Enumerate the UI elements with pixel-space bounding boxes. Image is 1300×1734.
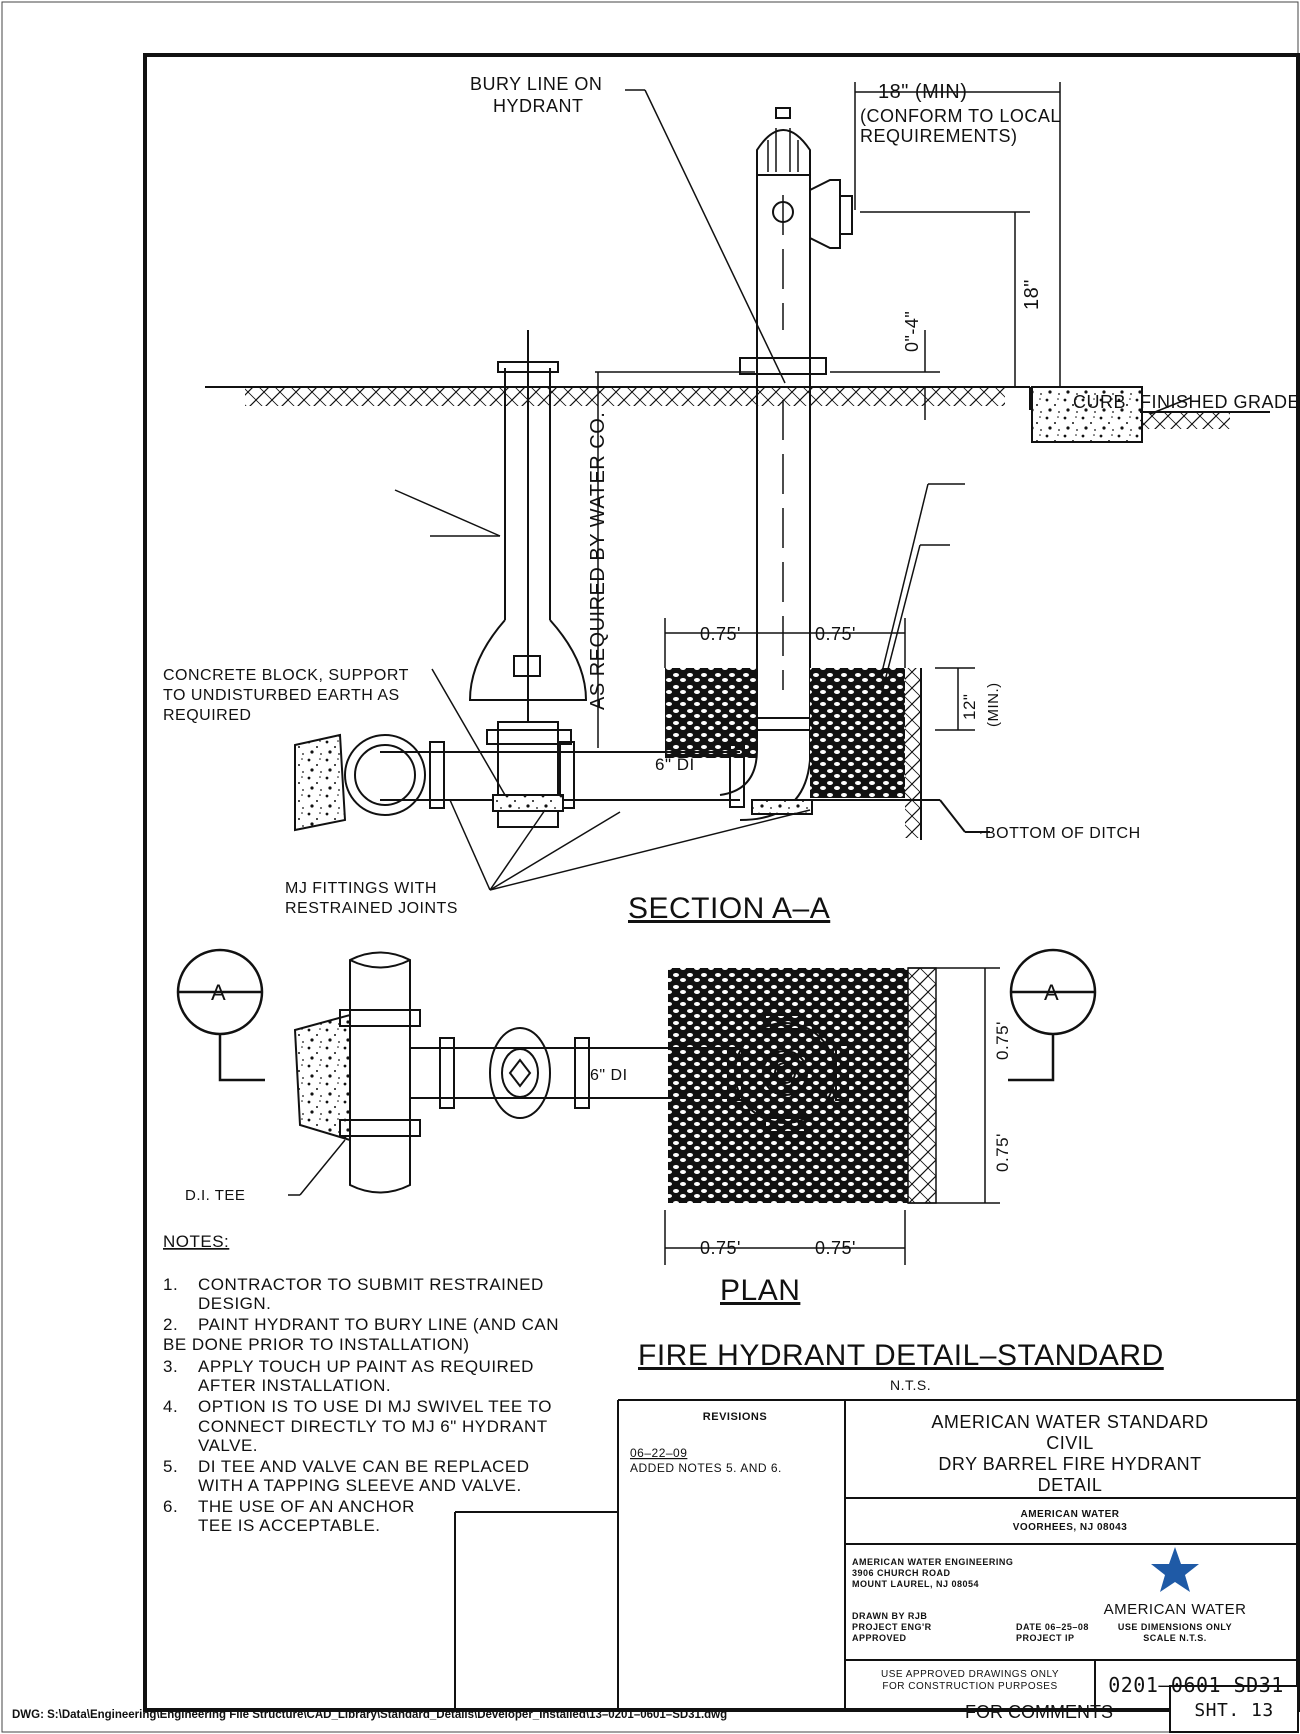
dim-075-plan-upper: 0.75' [993,1021,1012,1060]
company-name: AMERICAN WATER [1020,1509,1119,1520]
plan-title: PLAN [720,1274,800,1307]
mj-fittings-label-2: RESTRAINED JOINTS [285,900,458,917]
note-1-line-2: DESIGN. [198,1294,271,1313]
pipe-6di-section: 6" DI [655,755,695,774]
note-3-num: 3. [163,1357,178,1376]
revision-text: ADDED NOTES 5. AND 6. [630,1461,782,1475]
bottom-ditch-label: BOTTOM OF DITCH [985,825,1141,842]
note-4-line-3: VALVE. [198,1436,258,1455]
dim-075-bottom-left: 0.75' [700,1238,741,1258]
standard-title-3: DRY BARREL FIRE HYDRANT [938,1454,1201,1474]
drawn-by: DRAWN BY RJB [852,1611,927,1621]
section-view [205,82,1270,891]
section-aa-title: SECTION A–A [628,892,830,925]
dim-075-top-right: 0.75' [815,624,856,644]
ground-hatch [245,388,1005,406]
drawing-number: 0201–0601–SD31 [1108,1673,1284,1697]
dim-12-label: 12" [960,694,979,720]
note-3-line-1: APPLY TOUCH UP PAINT AS REQUIRED [198,1357,534,1376]
title-block-text: REVISIONS 06–22–09 ADDED NOTES 5. AND 6.… [630,1411,1284,1721]
note-5-line-1: DI TEE AND VALVE CAN BE REPLACED [198,1457,530,1476]
pipe-6di-plan: 6" DI [590,1067,628,1084]
standard-title-1: AMERICAN WATER STANDARD [931,1412,1208,1432]
revision-date: 06–22–09 [630,1446,687,1460]
concrete-block-label-2: TO UNDISTURBED EARTH AS [163,687,400,704]
note-6-line-1: THE USE OF AN ANCHOR [198,1497,415,1516]
note-1-line-1: CONTRACTOR TO SUBMIT RESTRAINED [198,1275,544,1294]
sheet-number: SHT. 13 [1194,1700,1273,1721]
use-dimensions: USE DIMENSIONS ONLY [1118,1622,1232,1632]
finished-grade-label: FINISHED GRADE [1140,392,1300,412]
engineering-1: AMERICAN WATER ENGINEERING [852,1557,1013,1567]
dim-075-plan-lower: 0.75' [993,1133,1012,1172]
di-tee-label: D.I. TEE [185,1187,245,1204]
section-marker-right [1008,948,1097,1082]
bury-line-label-2: HYDRANT [493,96,584,116]
approved: APPROVED [852,1633,907,1643]
note-4-num: 4. [163,1397,178,1416]
concrete-block-label-1: CONCRETE BLOCK, SUPPORT [163,667,409,684]
notes-heading: NOTES: [163,1232,229,1251]
curb-concrete [1031,386,1143,443]
annotations: BURY LINE ON HYDRANT 18" (MIN) (CONFORM … [163,74,1300,1393]
note-2-num: 2. [163,1315,178,1334]
note-4-line-1: OPTION IS TO USE DI MJ SWIVEL TEE TO [198,1397,552,1416]
scale: SCALE N.T.S. [1143,1633,1207,1643]
approved-drawings-1: USE APPROVED DRAWINGS ONLY [881,1669,1059,1680]
mj-fittings-label-1: MJ FITTINGS WITH [285,880,437,897]
conform-label-2: REQUIREMENTS) [860,126,1018,146]
conform-label-1: (CONFORM TO LOCAL [860,106,1061,126]
logo-text: AMERICAN WATER [1104,1601,1247,1618]
american-water-logo-icon [1151,1547,1199,1592]
drawing-border [143,53,1300,1712]
revisions-heading: REVISIONS [703,1411,767,1423]
gravel-right [810,668,905,798]
project-engr: PROJECT ENG'R [852,1622,932,1632]
plan-view [288,951,1000,1265]
project: PROJECT IP [1016,1633,1075,1643]
date: DATE 06–25–08 [1016,1622,1089,1632]
note-6-num: 6. [163,1497,178,1516]
note-5-num: 5. [163,1457,178,1476]
section-marker-left-letter: A [211,980,226,1005]
note-4-line-2: CONNECT DIRECTLY TO MJ 6" HYDRANT [198,1417,548,1436]
gravel-left [665,668,757,758]
note-1-num: 1. [163,1275,178,1294]
dim-18-label: 18" [1021,279,1043,310]
note-2-line-2: BE DONE PRIOR TO INSTALLATION) [163,1335,470,1354]
hydrant-bonnet [756,129,811,176]
nts-label: N.T.S. [890,1377,931,1393]
min-18-label: 18" (MIN) [878,81,967,103]
standard-title-4: DETAIL [1038,1475,1103,1495]
note-3-line-2: AFTER INSTALLATION. [198,1376,391,1395]
section-marker-left [176,948,265,1082]
for-comments-stamp: FOR COMMENTS [965,1702,1113,1722]
notes-block: NOTES: 1. CONTRACTOR TO SUBMIT RESTRAINE… [163,1232,559,1535]
dim-0-4-label: 0"-4" [902,311,922,352]
plan-gravel [668,968,908,1203]
engineering-3: MOUNT LAUREL, NJ 08054 [852,1579,979,1589]
as-required-label: AS REQUIRED BY WATER CO. [587,412,609,710]
curb-label: CURB [1073,392,1126,412]
main-title: FIRE HYDRANT DETAIL–STANDARD [638,1339,1164,1372]
company-address: VOORHEES, NJ 08043 [1013,1522,1128,1533]
note-2-line-1: PAINT HYDRANT TO BURY LINE (AND CAN [198,1315,559,1334]
thrust-block [294,733,347,832]
concrete-block-label-3: REQUIRED [163,707,251,724]
dim-min-label: (MIN.) [985,682,1002,727]
dim-075-top-left: 0.75' [700,624,741,644]
engineering-2: 3906 CHURCH ROAD [852,1568,951,1578]
file-path: DWG: S:\Data\Engineering\Engineering Fil… [12,1709,727,1721]
note-6-line-2: TEE IS ACCEPTABLE. [198,1516,381,1535]
standard-title-2: CIVIL [1046,1433,1094,1453]
bury-line-label-1: BURY LINE ON [470,74,602,94]
note-5-line-2: WITH A TAPPING SLEEVE AND VALVE. [198,1476,522,1495]
section-marker-right-letter: A [1044,980,1059,1005]
title-block [454,1399,1299,1733]
approved-drawings-2: FOR CONSTRUCTION PURPOSES [882,1681,1057,1692]
dim-075-bottom-right: 0.75' [815,1238,856,1258]
